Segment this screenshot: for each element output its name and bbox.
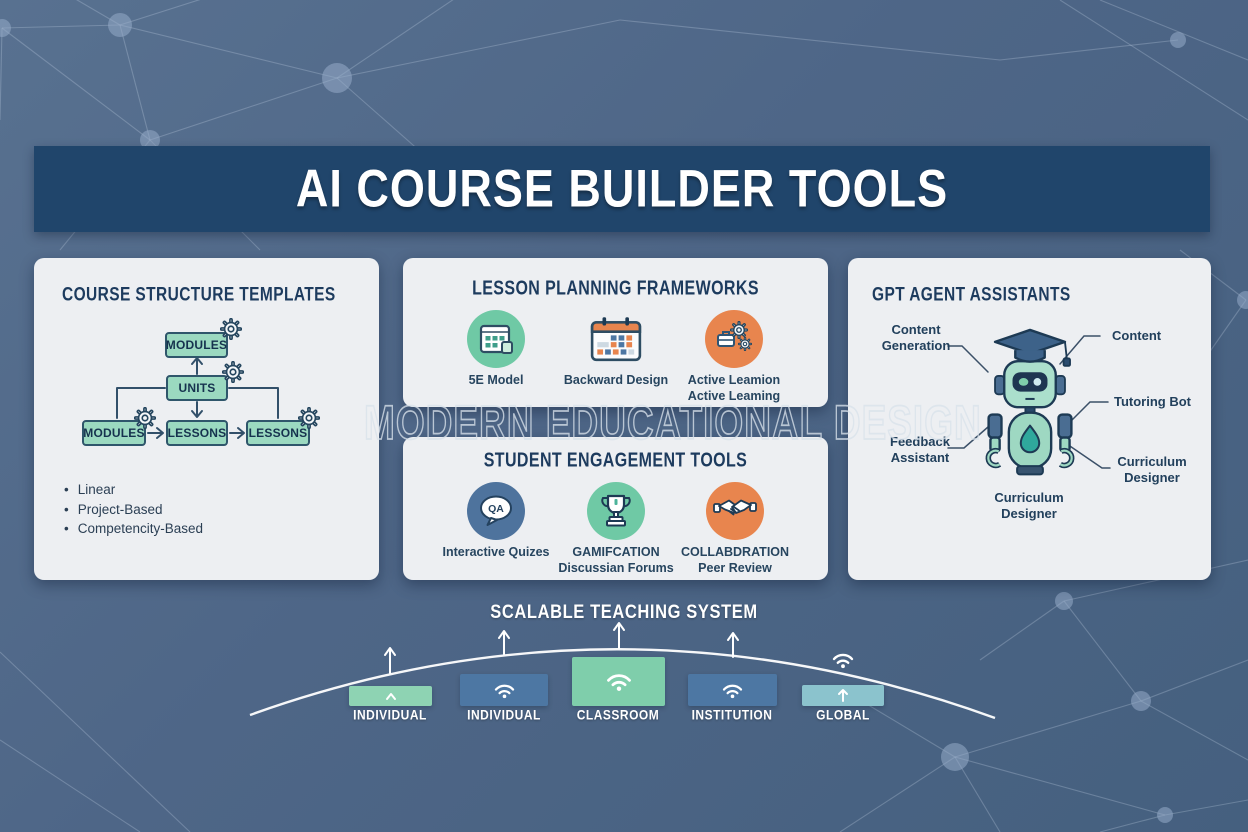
robot-caption-curriculum-designer: Curriculum Designer [994,490,1064,521]
scalable-system-heading: SCALABLE TEACHING SYSTEM [490,601,758,623]
scale-bar-individual-2 [460,674,548,706]
list-item-label: Linear [77,482,116,497]
flow-node-lessons-right: LESSONS [246,420,310,446]
lesson-item-backward-design: Backward Design [551,310,681,389]
callout-tutoring-bot: Tutoring Bot [1114,394,1192,409]
item-label: Interactive Quizes [442,545,550,559]
wifi-icon [494,684,514,699]
flow-node-lessons-mid: LESSONS [166,420,228,446]
gear-icon [222,361,244,383]
flow-node-modules-top: MODULES [165,332,228,358]
template-type-list: Linear Project-Based Competencity-Based [64,480,203,539]
item-label-line2: Peer Review [698,560,772,575]
list-item-label: Competencity-Based [77,521,204,536]
qa-bubble-text: QA [488,503,504,515]
arrow-up-icon [385,692,396,700]
scale-curve-and-arrows [249,622,996,720]
callout-feedback-assistant: Feedback Assistant [890,434,950,465]
course-structure-heading: COURSE STRUCTURE TEMPLATES [62,284,336,306]
flow-node-units: UNITS [166,375,228,401]
item-label: COLLABDRATION [680,545,790,559]
wifi-icon [832,653,854,669]
scale-bar-label: CLASSROOM [576,707,660,723]
title-banner: AI COURSE BUILDER TOOLS [34,146,1210,232]
item-label: GAMIFCATION [572,545,660,559]
scale-bar-label: GLOBAL [816,707,870,723]
student-engagement-heading: STUDENT ENGAGEMENT TOOLS [483,450,748,472]
list-item: Project-Based [64,500,203,520]
gear-icon [134,407,156,429]
gear-icon [298,407,320,429]
flow-node-modules-left: MODULES [82,420,146,446]
gpt-agents-panel: GPT AGENT ASSISTANTS Content Generation … [848,258,1211,580]
flow-node-label: MODULES [83,426,145,440]
callout-connector-lines [947,335,1111,469]
engagement-item-quizzes: QA Interactive Quizes [431,482,561,561]
robot-graduate-icon [985,328,1075,476]
calendar-icon [551,310,681,368]
scale-bar-individual-1 [349,686,432,706]
calendar-icon [467,310,525,368]
qa-speech-bubble-icon: QA [467,482,525,540]
scale-bar-label: INDIVIDUAL [467,707,541,723]
callout-content: Content [1112,328,1162,343]
gear-icon [220,318,242,340]
item-label: 5E Model [468,373,524,387]
wifi-icon [606,674,631,692]
scale-bar-label: INDIVIDUAL [353,707,427,723]
lesson-item-active-learning: Active Leamion Active Leaming [669,310,799,404]
flow-node-label: LESSONS [248,426,308,440]
lesson-planning-panel: LESSON PLANNING FRAMEWORKS 5E Model [403,258,828,407]
student-engagement-panel: STUDENT ENGAGEMENT TOOLS QA Interactive … [403,437,828,580]
callout-content-generation: Content Generation [881,322,951,353]
lesson-planning-heading: LESSON PLANNING FRAMEWORKS [472,278,759,300]
list-item-label: Project-Based [77,501,163,517]
flow-node-label: MODULES [165,338,228,352]
scale-bar-institution [688,674,777,706]
flow-node-label: LESSONS [167,426,227,440]
item-label: Active Leamion [687,373,781,387]
arrow-up-icon [838,689,848,702]
list-item: Competencity-Based [64,519,203,539]
item-label-line2: Discussian Forums [558,560,674,575]
list-item: Linear [64,480,203,500]
engagement-item-gamification: GAMIFCATION Discussian Forums [551,482,681,576]
page-title: AI COURSE BUILDER TOOLS [295,158,949,219]
course-structure-panel: COURSE STRUCTURE TEMPLATES MODULES UNITS… [34,258,379,580]
gpt-agents-heading: GPT AGENT ASSISTANTS [872,284,1071,306]
item-label: Backward Design [563,373,669,387]
scale-arc [249,648,996,720]
scale-bar-global [802,685,884,706]
handshake-icon [706,482,764,540]
scale-bar-label: INSTITUTION [691,707,773,723]
flowchart-connectors [116,357,279,439]
gears-icon [705,310,763,368]
flow-node-label: UNITS [178,381,216,395]
scale-bar-classroom [572,657,665,706]
lesson-item-5e-model: 5E Model [431,310,561,389]
item-label-line2: Active Leaming [687,388,781,403]
callout-curriculum-designer: Curriculum Designer [1117,454,1187,485]
trophy-icon [587,482,645,540]
engagement-item-collaboration: COLLABDRATION Peer Review [670,482,800,576]
wifi-icon [722,684,743,699]
